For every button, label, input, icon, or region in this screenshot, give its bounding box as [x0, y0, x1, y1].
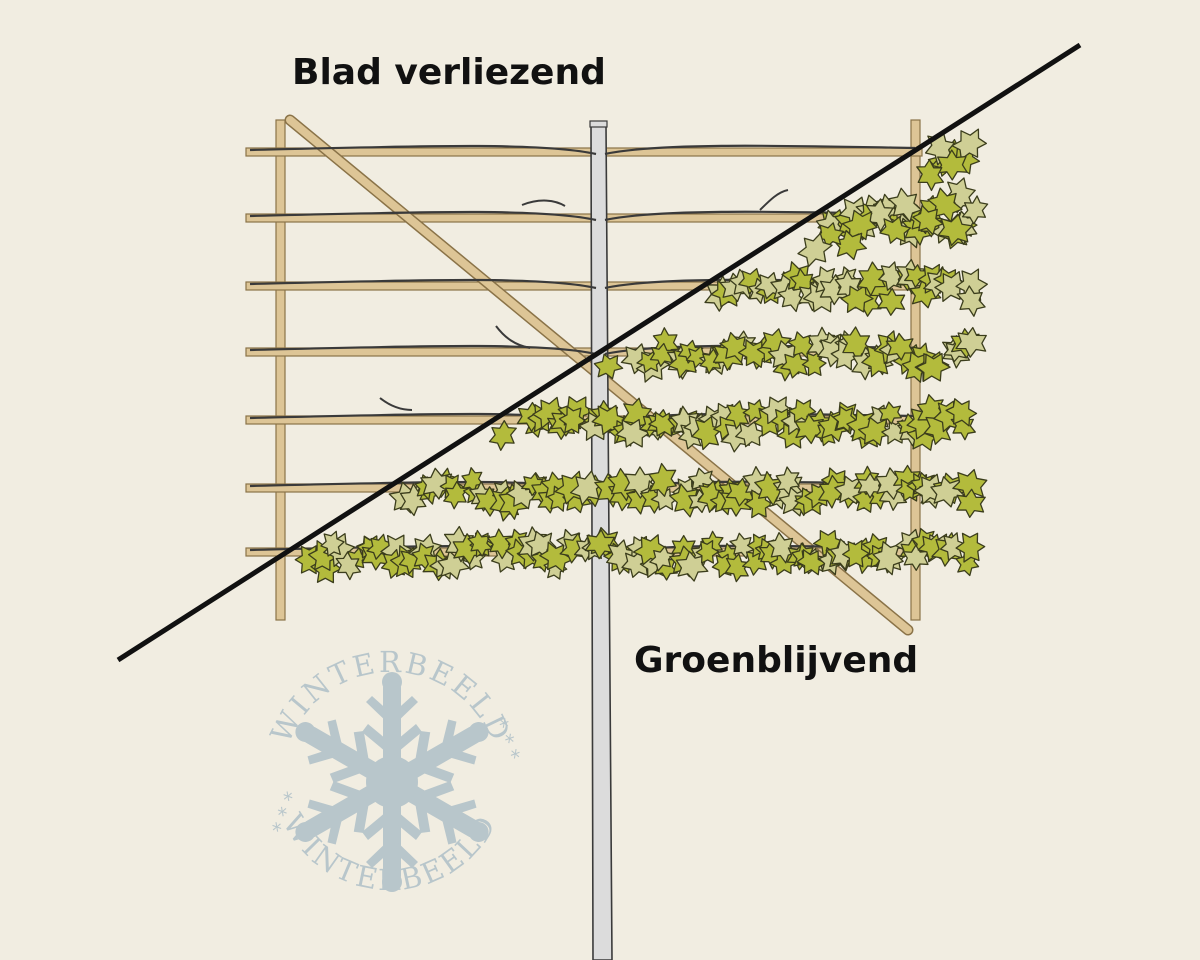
leaf — [695, 540, 720, 564]
leaf — [320, 530, 345, 557]
leaf — [877, 287, 906, 316]
snowflake-arm-branch — [413, 731, 455, 783]
leaf — [729, 532, 756, 560]
snowflake-arm-branch — [366, 837, 418, 868]
leaf — [956, 488, 986, 518]
snowflake-arm-branch — [307, 719, 345, 765]
leaf — [648, 462, 677, 497]
leaf — [879, 216, 912, 244]
snowflake-arm-branch — [329, 781, 371, 833]
diagonal-divider-line — [116, 42, 1082, 663]
leaf — [937, 213, 973, 247]
snowflake-arm-tip — [295, 821, 316, 842]
twig — [495, 325, 531, 349]
leaf — [961, 195, 989, 225]
leaf — [916, 159, 945, 192]
leaf — [650, 487, 678, 511]
snowflake-arm-tip — [468, 822, 489, 842]
twig — [759, 189, 789, 211]
leaf — [877, 401, 902, 425]
label-deciduous: Blad verliezend — [292, 52, 606, 93]
snowflake-arm-branch — [329, 731, 371, 783]
leaf — [797, 232, 833, 268]
leaf — [945, 398, 978, 427]
leaf — [840, 284, 874, 313]
leaf — [488, 419, 517, 451]
snowflake-arm-branch — [439, 799, 477, 845]
leaf — [675, 550, 709, 582]
trellis-post-left — [275, 119, 286, 621]
foliage — [294, 128, 989, 584]
snowflake-icon — [295, 672, 489, 892]
leaf — [649, 545, 675, 572]
leaf — [648, 411, 678, 437]
branch-right — [604, 144, 916, 156]
leaf — [719, 331, 752, 364]
snowflake-arm-branch — [307, 799, 345, 845]
branch-left — [249, 344, 597, 356]
snowflake-arm-tip — [295, 722, 316, 742]
trunk-top — [589, 120, 608, 128]
leaf — [885, 332, 915, 361]
snowflake-arm-tip — [468, 722, 489, 742]
leaf — [955, 532, 986, 563]
leaf — [952, 468, 988, 501]
branch-left — [249, 144, 597, 156]
branch-left — [249, 278, 597, 290]
snowflake-arm-branch — [362, 807, 422, 840]
winterbeeld-watermark: WINTERBEELD WINTERBEELD * * * * * * — [264, 645, 525, 897]
leaf — [955, 326, 987, 358]
leaf — [766, 531, 798, 564]
leaf — [593, 353, 624, 380]
branch-left — [249, 210, 597, 222]
twig — [379, 397, 413, 411]
snowflake-arm-branch — [413, 781, 455, 833]
snowflake-center — [366, 756, 418, 808]
leaf — [841, 209, 878, 241]
twig — [521, 199, 566, 207]
leaf — [294, 545, 324, 575]
leaf — [775, 466, 800, 496]
leaf — [832, 406, 858, 433]
snowflake-arm-branch — [439, 719, 477, 765]
leaf — [915, 352, 951, 383]
leaf — [833, 229, 868, 261]
snowflake-arm-branch — [366, 696, 418, 727]
leaf — [955, 268, 988, 302]
snowflake-arm-branch — [362, 724, 422, 757]
snowflake-arm-tip — [382, 872, 402, 892]
leaf — [887, 187, 923, 223]
leaf — [956, 285, 986, 317]
label-evergreen: Groenblijvend — [634, 640, 919, 681]
leaf — [842, 539, 870, 568]
leaf — [420, 467, 454, 500]
leaf — [335, 551, 362, 581]
snowflake-arm-tip — [382, 672, 402, 692]
